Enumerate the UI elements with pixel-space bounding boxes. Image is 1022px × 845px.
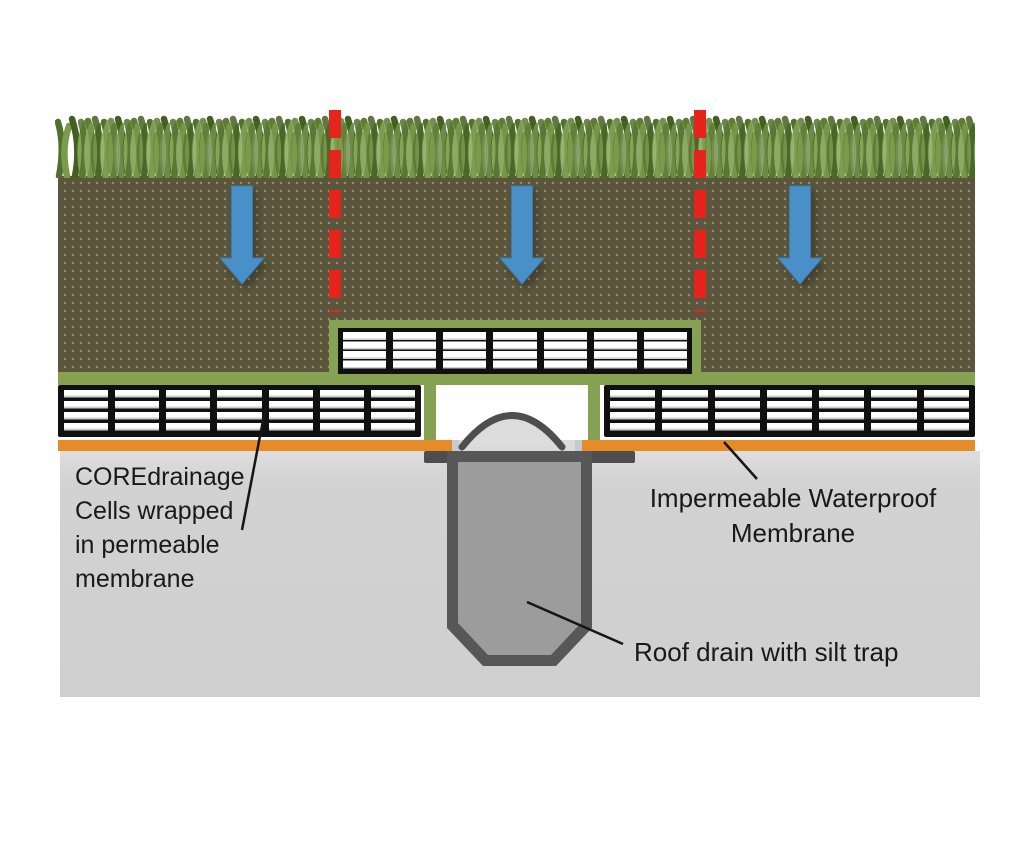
cell-unit [115,390,160,432]
impermeable-membrane-left [58,440,452,451]
boundary-dashed-line-right [694,110,706,312]
label-line: membrane [75,565,195,593]
cell-unit [766,390,813,432]
gap-green-strip-left [424,385,436,440]
drainage-cells-lower-left [58,385,421,437]
cell-unit [871,390,917,432]
grass-layer [55,110,975,178]
drainage-cells-upper [338,328,692,374]
membrane-edge-right [575,440,582,451]
label-roof-drain: Roof drain with silt trap [634,637,899,667]
upper-cell-block-wrapped [329,320,701,374]
cell-unit [64,390,109,432]
grass-blades-back [78,114,975,178]
drainage-cells-lower-right [604,385,975,437]
grass-blades [55,110,975,178]
cell-unit [714,390,760,432]
label-line: COREdrainage [75,463,245,491]
label-line: in permeable [75,531,220,559]
gap-green-strip-right [588,385,600,440]
cell-unit [393,332,437,370]
cell-unit [593,332,637,370]
label-line: Cells wrapped [75,497,234,525]
cell-unit [643,332,687,370]
boundary-dashed-line-left [329,110,341,312]
impermeable-membrane-right [582,440,975,451]
label-core-cells: COREdrainage Cells wrapped in permeable … [75,460,245,596]
cell-unit [493,332,537,370]
cell-unit [443,332,487,370]
cell-unit [610,390,656,432]
cell-unit [268,390,313,432]
permeable-membrane-band [58,372,975,385]
cell-unit [662,390,708,432]
label-line: Impermeable Waterproof [649,483,937,513]
cell-unit [543,332,587,370]
cell-unit [819,390,865,432]
membrane-edge-left [452,440,459,451]
cell-unit [217,390,262,432]
cell-unit [319,390,364,432]
label-line: Membrane [730,518,856,548]
label-impermeable-membrane: Impermeable Waterproof Membrane [640,481,946,551]
cell-unit [923,390,969,432]
cell-unit [370,390,415,432]
drain-rim-strip [452,440,582,451]
cell-unit [166,390,211,432]
cell-unit [343,332,387,370]
